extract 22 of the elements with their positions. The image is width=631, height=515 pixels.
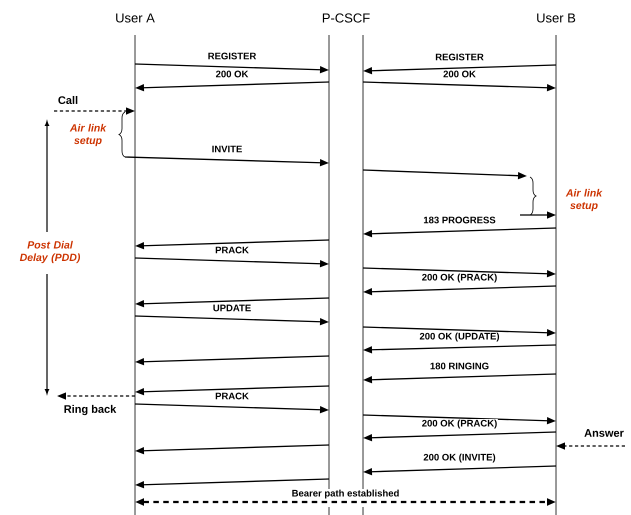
event-label: Call: [58, 96, 78, 104]
edge-label: 200 OK (PRACK): [421, 272, 498, 284]
edge-label: PRACK: [214, 392, 250, 400]
edge-label: REGISTER: [434, 53, 484, 61]
lifeline: User A: [116, 13, 155, 515]
annotation: Post Dial Delay (PDD): [20, 240, 80, 264]
edge-label: 200 OK: [442, 70, 476, 78]
edge-label: 200 OK (INVITE): [422, 452, 496, 464]
event-label: Answer: [584, 429, 624, 437]
event-label: Ring back: [64, 404, 116, 416]
edge-label: INVITE: [211, 145, 243, 153]
annotation: Air link setup: [70, 124, 107, 146]
annotation: Air link setup: [566, 188, 603, 212]
edge-label: Bearer path established: [291, 488, 400, 500]
edge-label: PRACK: [214, 246, 250, 254]
edge-label: 180 RINGING: [429, 362, 490, 370]
edge-label: 200 OK (PRACK): [421, 418, 498, 430]
edge-label: 183 PROGRESS: [422, 216, 496, 224]
edge-label: UPDATE: [212, 304, 252, 312]
edge-label: 200 OK: [215, 70, 249, 78]
edge-label: REGISTER: [207, 52, 257, 60]
edge-label: 200 OK (UPDATE): [418, 332, 500, 342]
